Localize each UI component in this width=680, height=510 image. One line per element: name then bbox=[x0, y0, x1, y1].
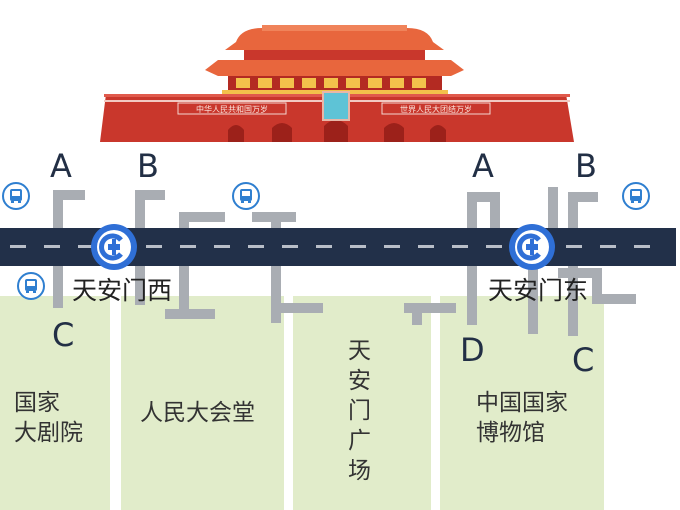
east-exit-c[interactable]: C bbox=[572, 341, 595, 379]
walkway bbox=[548, 187, 558, 234]
walkway bbox=[271, 303, 323, 313]
bus-icon[interactable] bbox=[232, 182, 260, 210]
walkway bbox=[558, 268, 602, 278]
museum-label: 中国国家 博物馆 bbox=[476, 390, 568, 446]
bus-icon[interactable] bbox=[17, 272, 45, 300]
bus-icon[interactable] bbox=[622, 182, 650, 210]
lane-dash bbox=[248, 245, 264, 248]
east-exit-b[interactable]: B bbox=[575, 147, 597, 185]
bus-icon[interactable] bbox=[2, 182, 30, 210]
lane-dash bbox=[10, 245, 26, 248]
lane-dash bbox=[634, 245, 650, 248]
beijing-subway-icon[interactable] bbox=[90, 223, 138, 271]
walkway bbox=[592, 268, 602, 300]
lane-dash bbox=[78, 245, 94, 248]
walkway bbox=[490, 192, 500, 234]
lane-dash bbox=[214, 245, 230, 248]
great-hall-block bbox=[121, 296, 284, 510]
lane-dash bbox=[452, 245, 468, 248]
walkway bbox=[412, 303, 422, 325]
walkway bbox=[568, 192, 598, 202]
lane-dash bbox=[146, 245, 162, 248]
west-exit-c[interactable]: C bbox=[52, 316, 75, 354]
square-label: 天 安 门 广 场 bbox=[348, 338, 371, 484]
walkway bbox=[592, 294, 636, 304]
east-exit-a[interactable]: A bbox=[472, 147, 494, 185]
walkway bbox=[467, 192, 499, 202]
lane-dash bbox=[566, 245, 582, 248]
east-exit-d[interactable]: D bbox=[460, 331, 485, 369]
theater-label: 国家 大剧院 bbox=[14, 390, 83, 446]
great-hall-label: 人民大会堂 bbox=[140, 400, 255, 426]
west-exit-a[interactable]: A bbox=[50, 147, 72, 185]
theater-block bbox=[0, 296, 110, 510]
walkway bbox=[179, 212, 225, 222]
walkway bbox=[271, 212, 281, 323]
walkway bbox=[53, 190, 85, 200]
lane-dash bbox=[418, 245, 434, 248]
west-station-name: 天安门西 bbox=[72, 276, 173, 305]
left-banner-text: 中华人民共和国万岁 bbox=[196, 104, 268, 114]
lane-dash bbox=[486, 245, 502, 248]
lane-dash bbox=[44, 245, 60, 248]
lane-dash bbox=[384, 245, 400, 248]
west-exit-b[interactable]: B bbox=[137, 147, 159, 185]
lane-dash bbox=[180, 245, 196, 248]
beijing-subway-icon[interactable] bbox=[508, 223, 556, 271]
lane-dash bbox=[282, 245, 298, 248]
walkway bbox=[528, 256, 538, 334]
walkway bbox=[135, 190, 165, 200]
walkway bbox=[165, 309, 215, 319]
walkway bbox=[404, 303, 456, 313]
lane-dash bbox=[350, 245, 366, 248]
square-block bbox=[293, 296, 431, 510]
lane-dash bbox=[600, 245, 616, 248]
right-banner-text: 世界人民大团结万岁 bbox=[400, 104, 472, 114]
east-station-name: 天安门东 bbox=[488, 276, 589, 305]
lane-dash bbox=[316, 245, 332, 248]
tiananmen-gate-illustration: 中华人民共和国万岁 世界人民大团结万岁 bbox=[100, 25, 574, 142]
